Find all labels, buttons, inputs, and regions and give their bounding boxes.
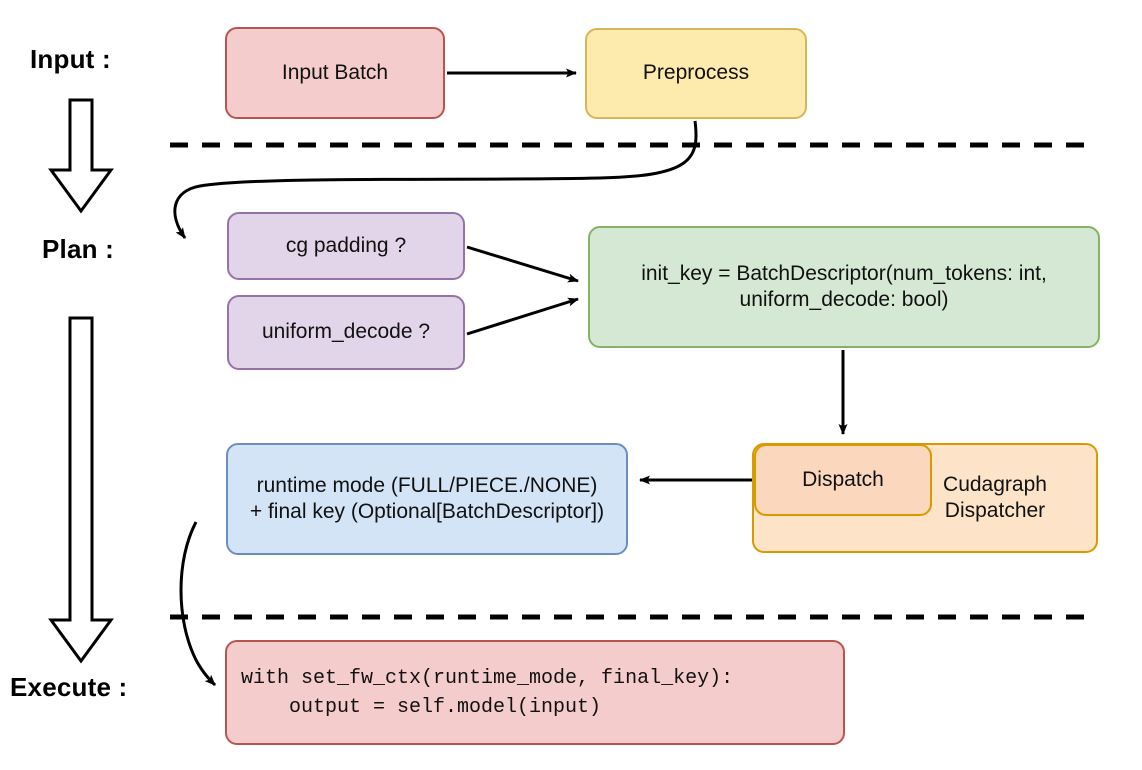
stage-label-input: Input : bbox=[30, 44, 111, 74]
stage-label-execute: Execute : bbox=[10, 672, 128, 702]
node-execute-code-line1: with set_fw_ctx(runtime_mode, final_key)… bbox=[241, 666, 734, 690]
edge-uniform-decode-to-init-key bbox=[466, 297, 579, 336]
node-uniform-decode-label: uniform_decode ? bbox=[261, 320, 431, 344]
node-preprocess-label: Preprocess bbox=[642, 61, 750, 85]
node-cg-padding[interactable]: cg padding ? bbox=[227, 212, 465, 280]
node-runtime-mode[interactable]: runtime mode (FULL/PIECE./NONE) + final … bbox=[226, 443, 628, 555]
edge-cg-padding-to-init-key bbox=[466, 245, 579, 283]
node-uniform-decode[interactable]: uniform_decode ? bbox=[227, 295, 465, 370]
node-init-key[interactable]: init_key = BatchDescriptor(num_tokens: i… bbox=[588, 226, 1100, 348]
node-cudagraph-dispatcher-label-line2: Dispatcher bbox=[944, 499, 1046, 522]
node-dispatch[interactable]: Dispatch bbox=[754, 444, 932, 516]
stage-arrow-input-to-plan bbox=[48, 98, 114, 214]
node-init-key-label-line2: uniform_decode: bool) bbox=[739, 288, 949, 311]
node-cudagraph-dispatcher-label-line1: Cudagraph bbox=[943, 472, 1047, 496]
node-input-batch[interactable]: Input Batch bbox=[225, 27, 445, 119]
node-execute-code-line2: output = self.model(input) bbox=[241, 695, 602, 719]
node-init-key-label-line1: init_key = BatchDescriptor(num_tokens: i… bbox=[641, 261, 1047, 285]
node-input-batch-label: Input Batch bbox=[281, 60, 389, 84]
edge-runtime-mode-to-execute bbox=[179, 521, 217, 687]
node-execute-code[interactable]: with set_fw_ctx(runtime_mode, final_key)… bbox=[225, 640, 845, 745]
stage-arrow-plan-to-execute bbox=[48, 316, 114, 664]
node-dispatch-label: Dispatch bbox=[802, 467, 884, 491]
node-runtime-mode-label-line2: + final key (Optional[BatchDescriptor]) bbox=[249, 500, 605, 523]
stage-label-plan: Plan : bbox=[42, 234, 114, 264]
node-preprocess[interactable]: Preprocess bbox=[585, 28, 807, 119]
node-runtime-mode-label-line1: runtime mode (FULL/PIECE./NONE) bbox=[256, 473, 598, 497]
node-cg-padding-label: cg padding ? bbox=[285, 233, 407, 257]
